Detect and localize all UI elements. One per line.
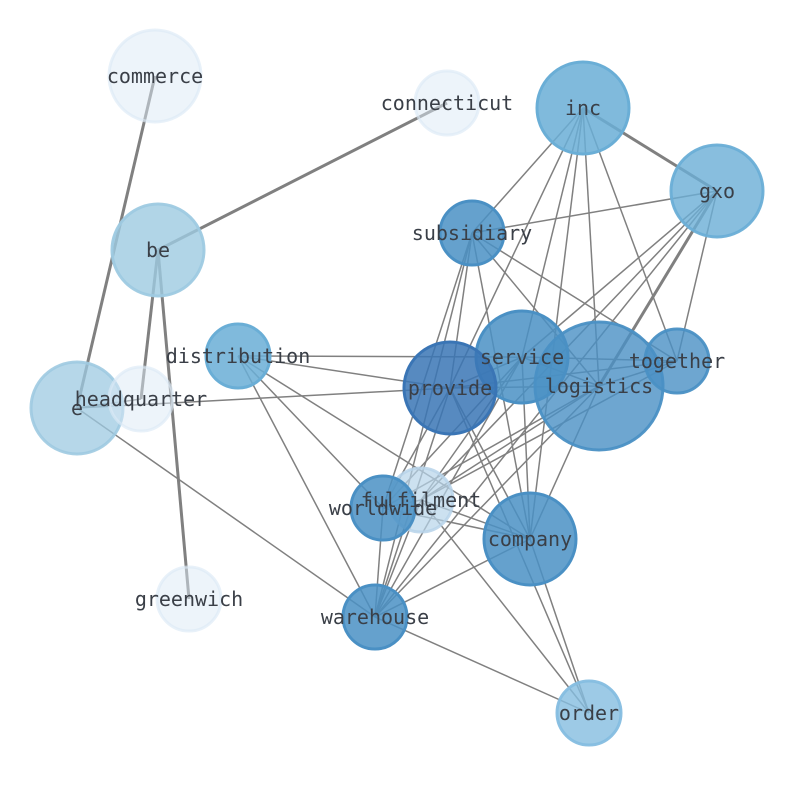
node-worldwide	[349, 474, 417, 542]
node-label-warehouse: warehouse	[321, 605, 429, 629]
node-label-company: company	[488, 527, 572, 551]
node-label-be: be	[146, 238, 170, 262]
node-inc	[535, 60, 631, 156]
edge-connecticut-be	[157, 101, 448, 252]
node-label-e: e	[71, 396, 83, 420]
node-provide	[402, 340, 498, 436]
node-label-inc: inc	[565, 96, 601, 120]
node-label-logistics: logistics	[545, 374, 653, 398]
node-warehouse	[341, 583, 409, 651]
node-order	[555, 679, 623, 747]
edge-be-greenwich	[156, 249, 191, 600]
node-label-gxo: gxo	[699, 179, 735, 203]
node-headquarter	[107, 365, 175, 433]
edge-inc-company	[529, 107, 584, 540]
node-greenwich	[155, 565, 223, 633]
node-label-worldwide: worldwide	[329, 496, 437, 520]
edge-e-warehouse	[76, 407, 376, 618]
labels-layer: commerce connecticut inc gxo be subsidiary dis…	[71, 64, 735, 725]
node-distribution	[204, 322, 272, 390]
node-together	[643, 327, 711, 395]
edge-fulfilment-order	[420, 499, 590, 714]
node-label-connecticut: connecticut	[381, 91, 513, 115]
edge-warehouse-order	[374, 616, 590, 714]
node-label-headquarter: headquarter	[75, 387, 207, 411]
edge-inc-provide	[449, 107, 584, 389]
nodes-layer	[29, 28, 765, 747]
edge-distribution-worldwide	[237, 355, 384, 509]
edge-distribution-company	[237, 355, 531, 540]
node-label-distribution: distribution	[166, 344, 311, 368]
node-label-fulfilment: fulfilment	[361, 488, 481, 512]
node-label-greenwich: greenwich	[135, 587, 243, 611]
node-label-together: together	[629, 349, 725, 373]
node-connecticut	[413, 69, 481, 137]
node-label-order: order	[559, 701, 619, 725]
node-label-provide: provide	[408, 376, 492, 400]
node-label-commerce: commerce	[107, 64, 203, 88]
node-be	[110, 202, 206, 298]
node-label-subsidiary: subsidiary	[412, 221, 532, 245]
node-company	[482, 491, 578, 587]
node-gxo	[669, 143, 765, 239]
node-subsidiary	[438, 199, 506, 267]
edge-distribution-warehouse	[237, 355, 376, 618]
node-commerce	[107, 28, 203, 124]
node-label-service: service	[480, 345, 564, 369]
